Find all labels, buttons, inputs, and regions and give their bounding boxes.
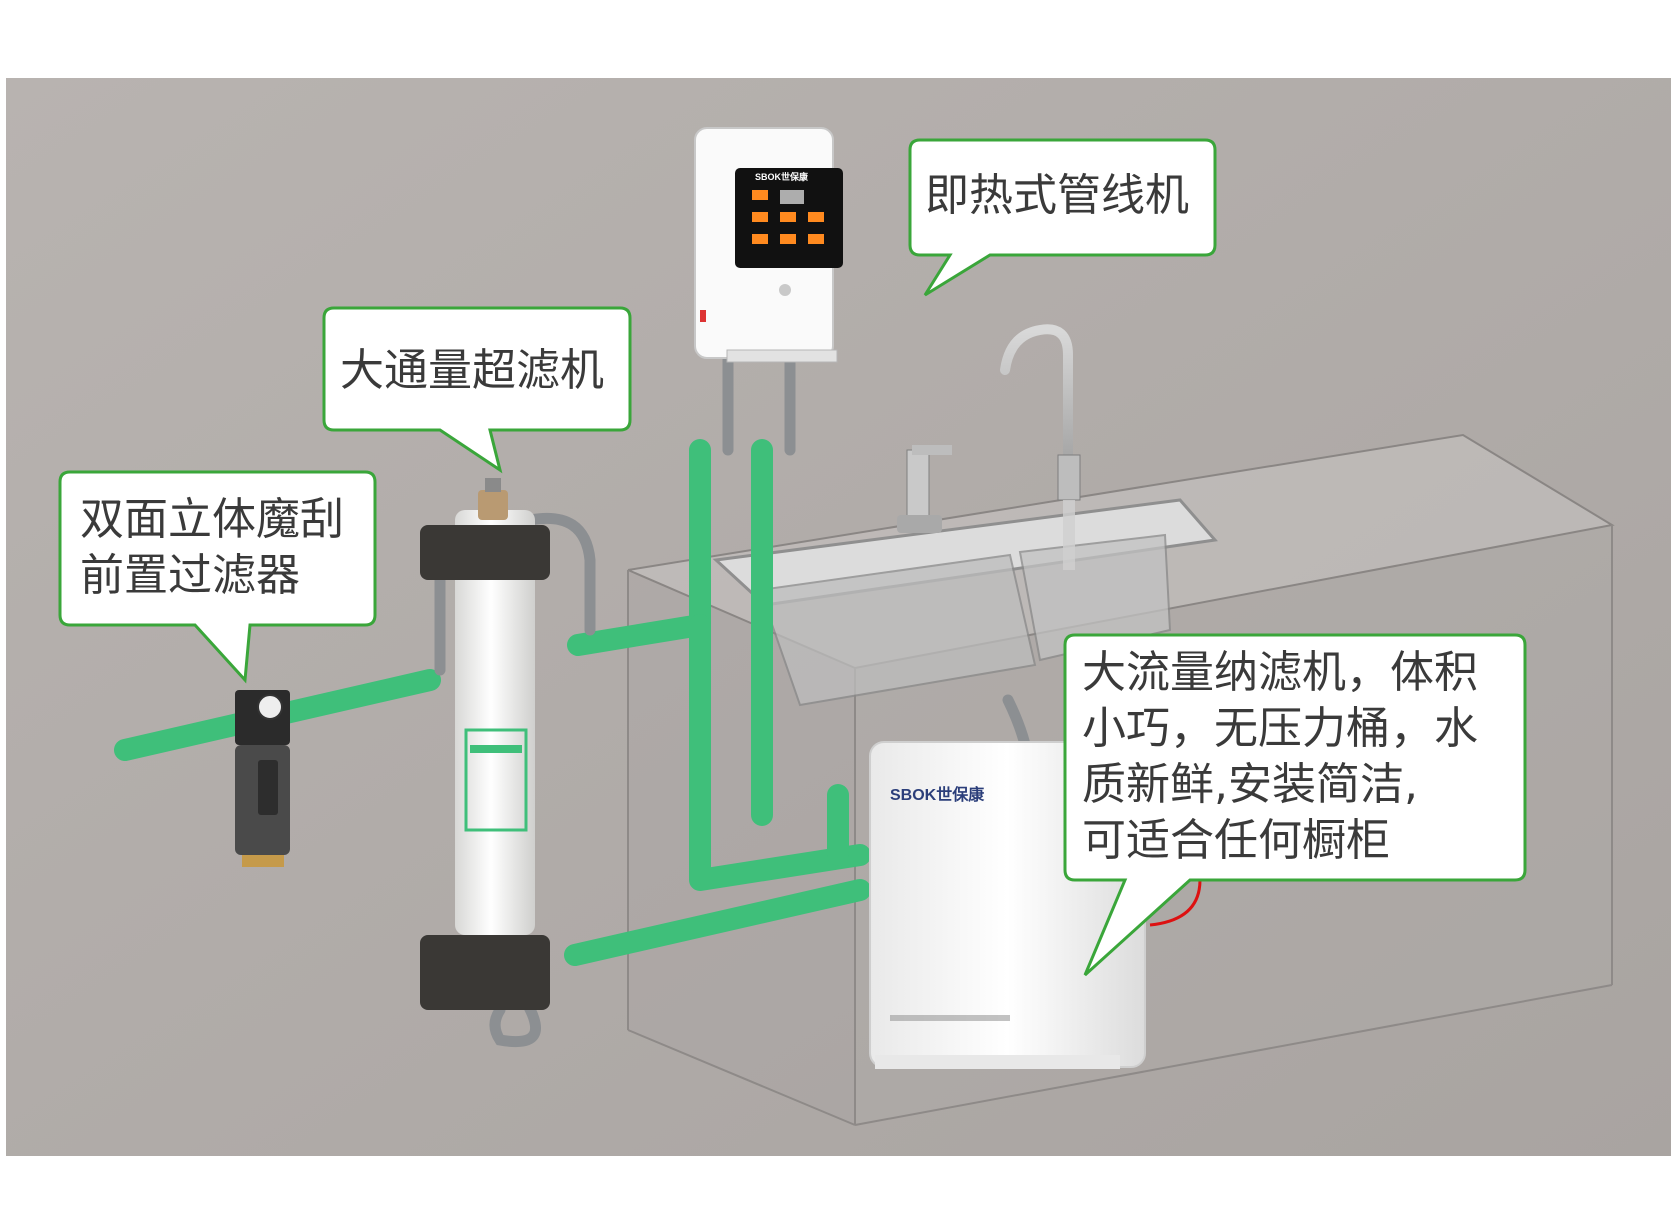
ultrafilter — [420, 478, 550, 1010]
callout-ultrafilter — [322, 306, 632, 474]
heater-label-line1: 即热式管线机 — [925, 170, 1189, 221]
callout-nanofilter — [1063, 633, 1527, 977]
heater-brand: SBOK世保康 — [755, 171, 809, 182]
nanofilter-brand-logo: SBOK世保康 — [890, 785, 985, 804]
pre-filter-label-line2: 前置过滤器 — [80, 550, 300, 601]
water-pipes — [114, 439, 871, 966]
soap-dispenser — [897, 445, 952, 533]
instant-heater: SBOK世保康 — [694, 127, 843, 363]
pre-filter — [235, 690, 290, 867]
callout-heater — [908, 138, 1217, 297]
nanofilter-label-line2: 小巧，无压力桶，水 — [1082, 703, 1478, 754]
pre-filter-label-line1: 双面立体魔刮 — [80, 494, 344, 545]
sink — [712, 498, 1218, 707]
heater-label: 即热式管线机 — [925, 168, 1189, 224]
nanofilter-label: 大流量纳滤机，体积 小巧，无压力桶，水 质新鲜,安装简洁, 可适合任何橱柜 — [1082, 645, 1478, 869]
ultrafilter-label: 大通量超滤机 — [340, 343, 604, 399]
ultrafilter-label-line1: 大通量超滤机 — [340, 345, 604, 396]
nanofilter-label-line1: 大流量纳滤机，体积 — [1082, 647, 1478, 698]
nanofilter-label-line4: 可适合任何橱柜 — [1082, 815, 1390, 866]
callout-pre-filter — [58, 470, 377, 684]
faucet — [1000, 324, 1081, 570]
pre-filter-label: 双面立体魔刮 前置过滤器 — [80, 492, 344, 604]
nanofilter-label-line3: 质新鲜,安装简洁, — [1082, 759, 1418, 810]
